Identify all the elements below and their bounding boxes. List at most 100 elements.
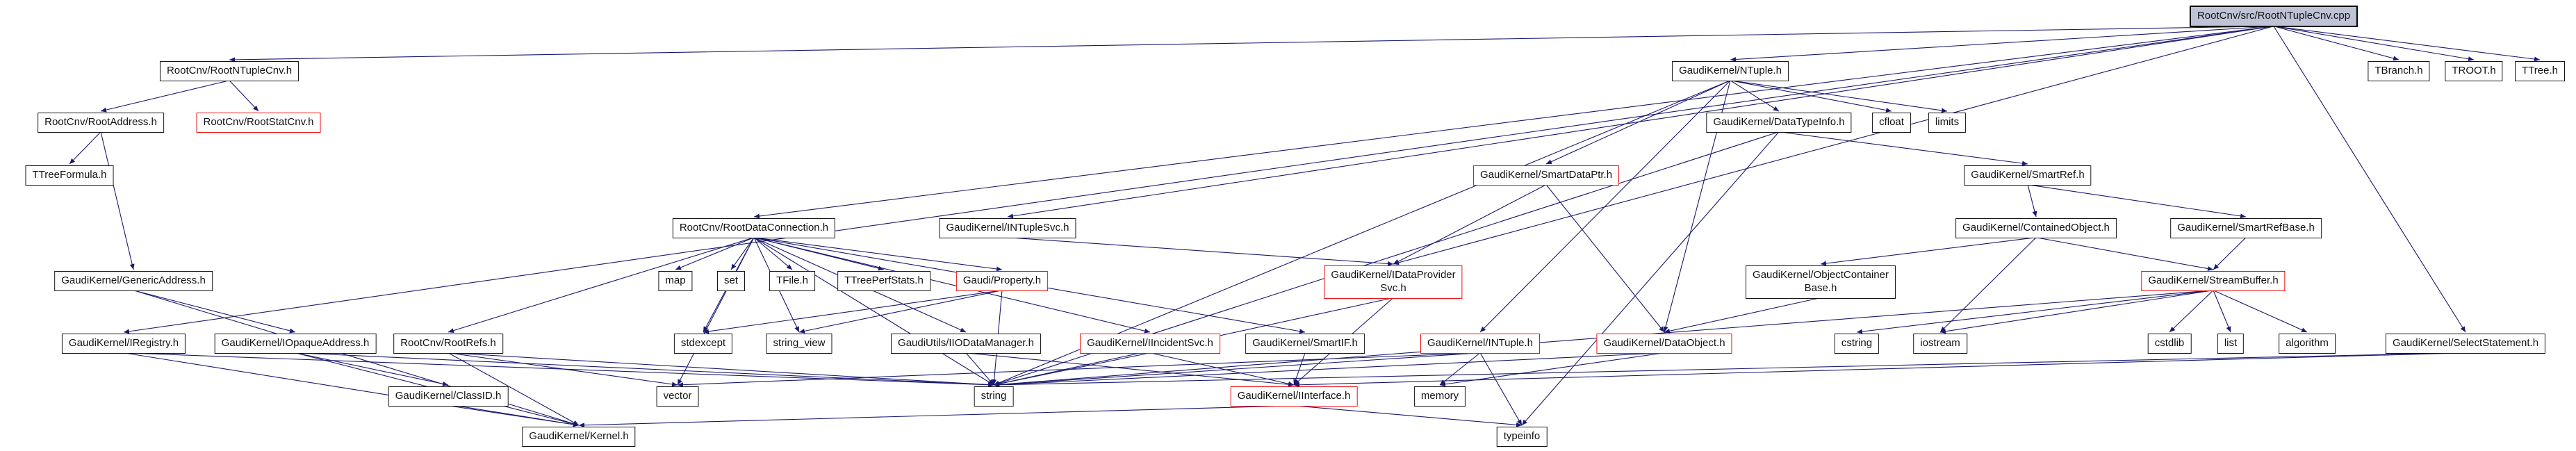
include-edge-cpp-to-troot: [2273, 26, 2475, 62]
graph-node-genericaddr[interactable]: GaudiKernel/GenericAddress.h: [54, 271, 213, 291]
graph-node-iopaqueaddr[interactable]: GaudiKernel/IOpaqueAddress.h: [214, 334, 377, 354]
include-edge-iopaqueaddr-to-classid: [295, 352, 449, 386]
graph-node-typeinfo[interactable]: typeinfo: [1496, 427, 1548, 447]
include-edge-rootrefs-to-string: [448, 352, 994, 388]
graph-node-ntuple[interactable]: GaudiKernel/NTuple.h: [1672, 61, 1789, 81]
include-edge-property-to-stdexcept: [703, 290, 1003, 334]
include-edge-datatypeinfo-to-smartref: [1778, 131, 2028, 166]
include-edge-smartdataptr-to-dataobject: [1545, 184, 1665, 333]
include-edge-smartif-to-iinterface: [1293, 352, 1306, 386]
graph-node-memory[interactable]: memory: [1413, 386, 1466, 407]
graph-node-limits[interactable]: limits: [1928, 113, 1967, 133]
graph-node-dataobject[interactable]: GaudiKernel/DataObject.h: [1596, 334, 1732, 354]
include-edge-cpp-to-idataprovider: [1393, 26, 2274, 265]
graph-node-ttree[interactable]: TTree.h: [2515, 61, 2565, 81]
graph-node-iostream[interactable]: iostream: [1913, 334, 1967, 354]
include-edge-streambuffer-to-iostream: [1939, 290, 2214, 334]
include-edge-rootdataconn-to-vector: [677, 237, 755, 386]
include-edge-cpp-to-selectstmt: [2273, 26, 2466, 333]
graph-node-tbranch[interactable]: TBranch.h: [2368, 61, 2430, 81]
graph-node-rootaddress[interactable]: RootCnv/RootAddress.h: [38, 113, 164, 133]
graph-node-vector[interactable]: vector: [656, 386, 699, 407]
include-edge-rootdataconn-to-property: [753, 237, 1003, 272]
include-edge-rootaddress-to-ttreeformula: [69, 131, 101, 165]
include-edge-cpp-to-tbranch: [2273, 26, 2399, 61]
include-edge-intuple_i-to-typeinfo: [1479, 352, 1523, 426]
graph-node-ttreeformula[interactable]: TTreeFormula.h: [25, 165, 114, 186]
include-edge-ntuple-to-intuple_i: [1479, 80, 1731, 333]
graph-node-cstring[interactable]: cstring: [1834, 334, 1880, 354]
graph-node-string_view[interactable]: string_view: [766, 334, 832, 354]
graph-node-classid[interactable]: GaudiKernel/ClassID.h: [388, 386, 509, 407]
include-edge-intuple_i-to-string: [993, 352, 1481, 387]
include-edge-containedobj-to-objcontainer: [1820, 237, 2037, 266]
graph-node-containedobj[interactable]: GaudiKernel/ContainedObject.h: [1955, 218, 2117, 238]
graph-node-objcontainer[interactable]: GaudiKernel/ObjectContainer Base.h: [1746, 265, 1896, 299]
graph-node-intuple_i[interactable]: GaudiKernel/INTuple.h: [1420, 334, 1541, 354]
include-edge-streambuffer-to-cstring: [1856, 290, 2214, 334]
graph-node-stdexcept[interactable]: stdexcept: [673, 334, 733, 354]
include-edge-containedobj-to-streambuffer: [2035, 237, 2214, 272]
graph-node-tfile[interactable]: TFile.h: [769, 271, 815, 291]
graph-node-streambuffer[interactable]: GaudiKernel/StreamBuffer.h: [2141, 271, 2286, 291]
graph-node-smartref[interactable]: GaudiKernel/SmartRef.h: [1964, 165, 2092, 186]
include-edge-selectstmt-to-string: [993, 352, 2466, 388]
graph-node-iinterface[interactable]: GaudiKernel/IInterface.h: [1230, 386, 1358, 407]
include-edge-iregistry-to-kernel: [123, 352, 580, 427]
include-edge-iopaqueaddr-to-string: [295, 352, 994, 388]
graph-node-set[interactable]: set: [716, 271, 746, 291]
include-edge-streambuffer-to-cstdlib: [2169, 290, 2214, 333]
graph-node-rootdataconn[interactable]: RootCnv/RootDataConnection.h: [672, 218, 836, 238]
include-edge-rootdataconn-to-set: [730, 237, 755, 270]
graph-node-iincidentsvc[interactable]: GaudiKernel/IIncidentSvc.h: [1080, 334, 1220, 354]
graph-node-string[interactable]: string: [974, 386, 1014, 407]
include-edge-rootdataconn-to-map: [675, 237, 755, 270]
graph-node-map[interactable]: map: [658, 271, 693, 291]
include-edge-classid-to-kernel: [448, 405, 580, 427]
include-edge-genericaddr-to-kernel: [133, 290, 580, 427]
graph-node-idataprovider[interactable]: GaudiKernel/IDataProvider Svc.h: [1324, 265, 1463, 299]
include-edge-smartref-to-smartrefbase: [2027, 184, 2247, 219]
graph-node-kernel[interactable]: GaudiKernel/Kernel.h: [522, 427, 636, 447]
include-edge-streambuffer-to-algorithm: [2213, 290, 2308, 333]
graph-node-smartdataptr[interactable]: GaudiKernel/SmartDataPtr.h: [1472, 165, 1620, 186]
graph-node-troot[interactable]: TROOT.h: [2445, 61, 2503, 81]
graph-node-cstdlib[interactable]: cstdlib: [2147, 334, 2192, 354]
graph-node-rootrefs[interactable]: RootCnv/RootRefs.h: [393, 334, 503, 354]
graph-node-ttreeperf[interactable]: TTreePerfStats.h: [837, 271, 930, 291]
graph-node-list[interactable]: list: [2217, 334, 2245, 354]
include-edge-cpp-to-ttree: [2273, 26, 2541, 62]
graph-node-rootstatcnv[interactable]: RootCnv/RootStatCnv.h: [196, 113, 321, 133]
include-edge-property-to-string_view: [798, 290, 1003, 334]
graph-node-algorithm[interactable]: algorithm: [2279, 334, 2336, 354]
include-edge-rootdataconn-to-string: [753, 237, 994, 386]
include-edge-iinterface-to-kernel: [578, 405, 1295, 428]
graph-node-rootntuplecnv[interactable]: RootCnv/RootNTupleCnv.h: [159, 61, 300, 81]
include-edge-cpp-to-iregistry: [123, 26, 2274, 334]
include-edge-smartrefbase-to-streambuffer: [2213, 237, 2247, 270]
include-edge-intuplesvc-to-idataprovider: [1007, 237, 1394, 266]
include-edge-dataobject-to-string: [993, 352, 1665, 388]
include-edge-rootdataconn-to-iincidentsvc: [753, 237, 1151, 334]
graph-node-smartif[interactable]: GaudiKernel/SmartIF.h: [1245, 334, 1365, 354]
include-edge-smartref-to-containedobj: [2027, 184, 2037, 218]
graph-node-intuplesvc[interactable]: GaudiKernel/INTupleSvc.h: [939, 218, 1076, 238]
include-edge-ntuple-to-datatypeinfo: [1730, 80, 1780, 112]
include-edge-cpp-to-ntuple: [1730, 26, 2274, 63]
include-edge-iregistry-to-string: [123, 352, 994, 388]
include-edge-genericaddr-to-iopaqueaddr: [133, 290, 296, 334]
graph-node-selectstmt[interactable]: GaudiKernel/SelectStatement.h: [2385, 334, 2546, 354]
include-edge-smartdataptr-to-idataprovider: [1393, 184, 1547, 265]
include-edge-rootdataconn-to-tfile: [753, 237, 793, 270]
graph-node-datatypeinfo[interactable]: GaudiKernel/DataTypeInfo.h: [1706, 113, 1852, 133]
include-edge-rootrefs-to-kernel: [448, 352, 580, 426]
graph-node-cfloat[interactable]: cfloat: [1872, 113, 1911, 133]
graph-node-property[interactable]: Gaudi/Property.h: [955, 271, 1049, 291]
graph-node-smartrefbase[interactable]: GaudiKernel/SmartRefBase.h: [2170, 218, 2322, 238]
include-edge-streambuffer-to-list: [2213, 290, 2231, 333]
graph-node-iiodatamgr[interactable]: GaudiUtils/IIODataManager.h: [891, 334, 1041, 354]
include-edge-intuple_i-to-memory: [1439, 352, 1481, 386]
include-edge-ntuple-to-smartdataptr: [1545, 80, 1731, 165]
graph-node-iregistry[interactable]: GaudiKernel/IRegistry.h: [61, 334, 186, 354]
